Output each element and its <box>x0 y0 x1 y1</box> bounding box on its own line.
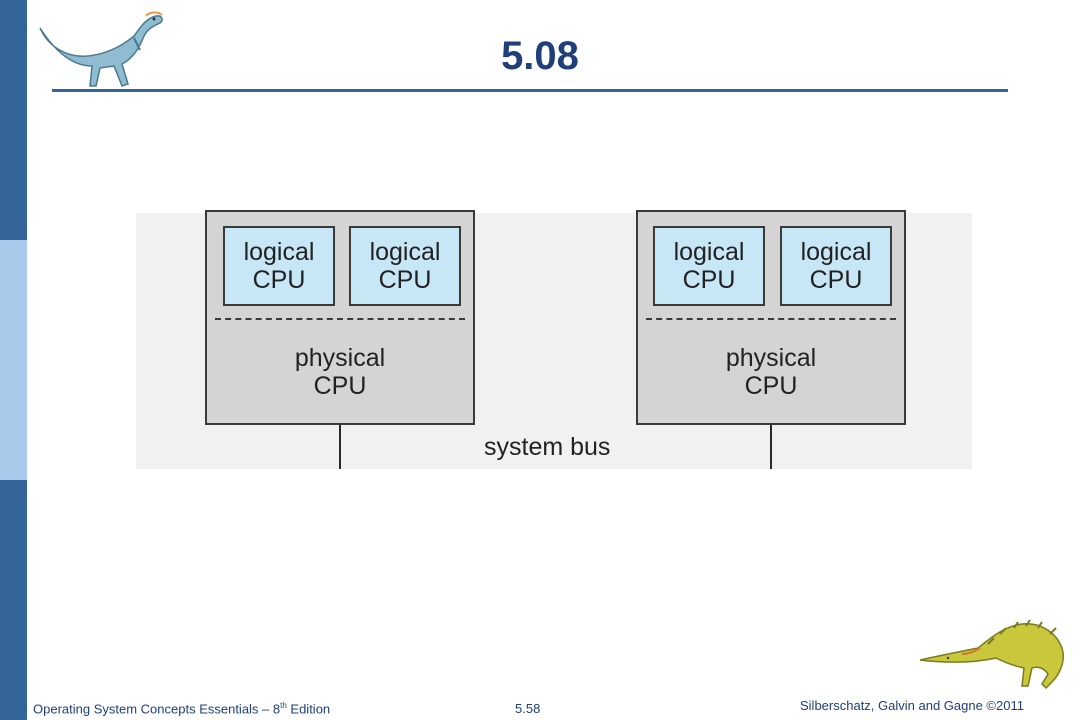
logical-cpu-label-line2: CPU <box>253 266 306 294</box>
physical-cpu-label-line1: physical <box>638 344 904 372</box>
footer-book-suffix: Edition <box>287 701 330 716</box>
system-bus-label: system bus <box>484 433 610 462</box>
logical-cpu-box: logical CPU <box>223 226 335 306</box>
logical-cpu-box: logical CPU <box>349 226 461 306</box>
physical-cpu-box-1: logical CPU logical CPU physical CPU <box>205 210 475 425</box>
logical-cpu-label-line1: logical <box>674 238 745 266</box>
physical-cpu-label-line2: CPU <box>207 372 473 400</box>
dinosaur-logo-bottom-icon <box>918 618 1068 690</box>
physical-cpu-label: physical CPU <box>207 344 473 400</box>
logical-cpu-box: logical CPU <box>653 226 765 306</box>
title-rule <box>52 89 1008 92</box>
footer-copyright: Silberschatz, Galvin and Gagne ©2011 <box>800 698 1024 713</box>
footer-book-superscript: th <box>280 701 287 710</box>
logical-cpu-label-line1: logical <box>244 238 315 266</box>
footer-book-prefix: Operating System Concepts Essentials – 8 <box>33 701 280 716</box>
physical-cpu-box-2: logical CPU logical CPU physical CPU <box>636 210 906 425</box>
physical-cpu-label-line1: physical <box>207 344 473 372</box>
physical-cpu-label-line2: CPU <box>638 372 904 400</box>
slide-title: 5.08 <box>0 34 1080 79</box>
bus-connector-2 <box>770 425 772 469</box>
logical-cpu-label-line2: CPU <box>683 266 736 294</box>
logical-cpu-label-line1: logical <box>801 238 872 266</box>
side-decoration-light-segment <box>0 240 27 480</box>
physical-cpu-label: physical CPU <box>638 344 904 400</box>
logical-cpu-label-line2: CPU <box>379 266 432 294</box>
logical-physical-divider <box>646 318 896 320</box>
footer-book-title: Operating System Concepts Essentials – 8… <box>33 701 330 716</box>
logical-cpu-box: logical CPU <box>780 226 892 306</box>
bus-connector-1 <box>339 425 341 469</box>
logical-cpu-label-line2: CPU <box>810 266 863 294</box>
side-decoration-bar <box>0 0 27 720</box>
footer-page-number: 5.58 <box>515 701 540 716</box>
logical-physical-divider <box>215 318 465 320</box>
logical-cpu-label-line1: logical <box>370 238 441 266</box>
